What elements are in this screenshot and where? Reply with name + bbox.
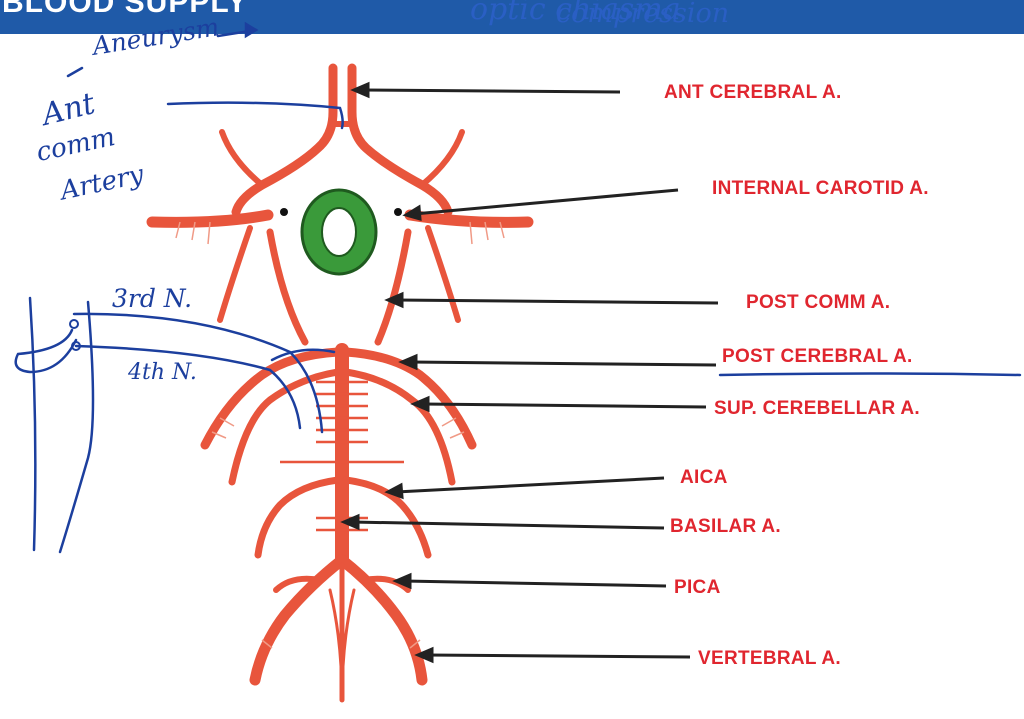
label-ant-cerebral: ANT CEREBRAL A. xyxy=(664,82,842,104)
mca-right xyxy=(410,215,528,222)
label-post-cerebral: POST CEREBRAL A. xyxy=(722,346,913,368)
label-post-comm: POST COMM A. xyxy=(746,292,890,314)
handwritten-note-third-nerve: 3rd N. xyxy=(112,284,192,313)
label-aica: AICA xyxy=(680,467,728,489)
handwritten-note-fourth-nerve: 4th N. xyxy=(128,360,197,385)
label-sup-cerebellar: SUP. CEREBELLAR A. xyxy=(714,398,920,420)
mca-left xyxy=(152,215,268,222)
post-comm-left xyxy=(270,232,305,342)
arteries xyxy=(152,68,528,700)
label-internal-carotid: INTERNAL CAROTID A. xyxy=(712,178,929,200)
post-comm-right xyxy=(378,232,408,342)
label-pica: PICA xyxy=(674,577,721,599)
ant-cerebral-left xyxy=(236,68,333,212)
handwritten-note-compression: compression xyxy=(556,0,729,29)
label-vertebral: VERTEBRAL A. xyxy=(698,648,841,670)
label-basilar: BASILAR A. xyxy=(670,516,781,538)
